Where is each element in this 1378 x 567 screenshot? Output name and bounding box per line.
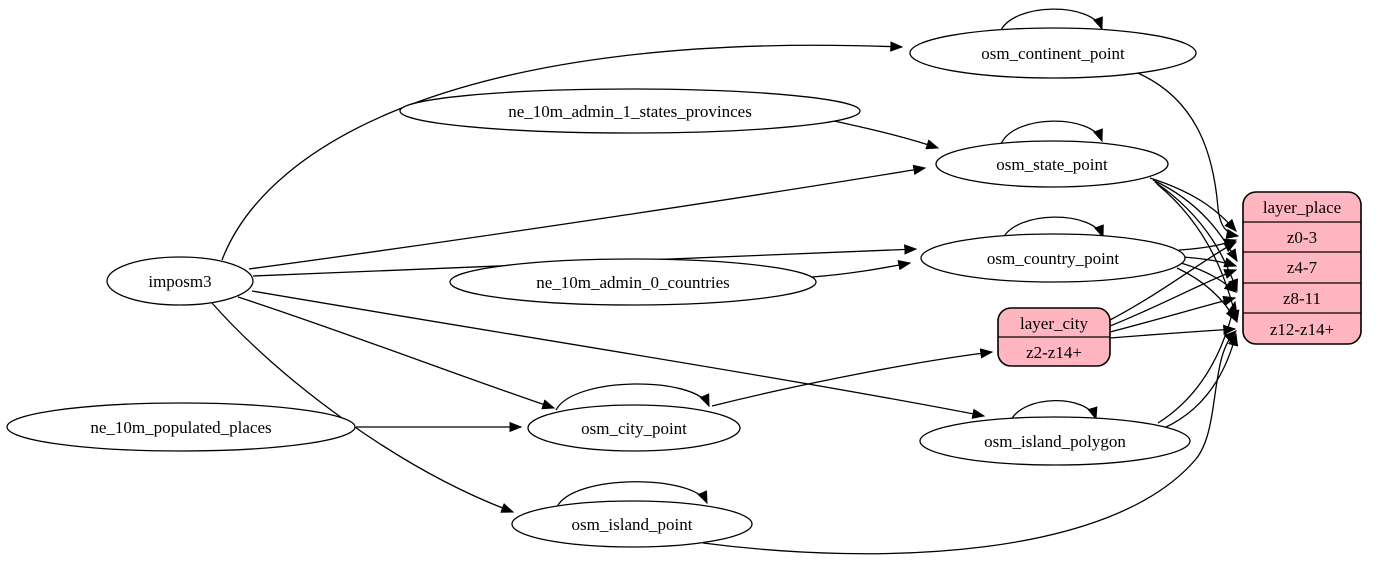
- ne_10m_populated_places-label: ne_10m_populated_places: [90, 418, 271, 437]
- edge-imposm3-to-osm_city_point: [237, 296, 556, 410]
- node-ne_10m_populated_places: ne_10m_populated_places: [6, 402, 356, 452]
- edge-osm_country_point-self-loop: [1001, 216, 1104, 241]
- layer_place-row-z12-z14: z12-z14+: [1270, 320, 1334, 339]
- osm_island_point-ellipse: [511, 500, 753, 548]
- imposm3-label: imposm3: [148, 272, 211, 291]
- layer_city-row-z2-z14: z2-z14+: [1026, 343, 1082, 362]
- layer_place-row-z0-3: z0-3: [1287, 228, 1317, 247]
- osm_continent_point-label: osm_continent_point: [981, 44, 1125, 63]
- osm_island_point-label: osm_island_point: [572, 515, 693, 534]
- edge-layer_city-to-layer_place-z8-11: [1109, 295, 1237, 333]
- ne_10m_admin_0_countries-ellipse: [449, 258, 817, 306]
- edge-layer_city-to-layer_place-z4-7: [1109, 269, 1238, 327]
- edge-ne_10m_admin_0_countries-to-osm_country_point: [811, 260, 912, 278]
- osm_state_point-ellipse: [935, 140, 1169, 188]
- node-osm_state_point: osm_state_point: [935, 140, 1169, 188]
- edge-osm_state_point-to-layer_place-z4-7: [1152, 179, 1238, 263]
- osm_country_point-ellipse: [920, 233, 1186, 283]
- osm_state_point-label: osm_state_point: [996, 155, 1108, 174]
- node-osm_city_point: osm_city_point: [527, 404, 741, 452]
- ne_10m_admin_1_states_provinces-ellipse: [399, 88, 861, 134]
- osm_island_polygon-ellipse: [919, 416, 1191, 466]
- edge-osm_country_point-to-layer_place-z12-z14: [1176, 267, 1237, 323]
- node-layer_place: layer_place z0-3 z4-7 z8-11 z12-z14+: [1242, 191, 1362, 345]
- node-ne_10m_admin_1_states_provinces: ne_10m_admin_1_states_provinces: [399, 88, 861, 134]
- node-ne_10m_admin_0_countries: ne_10m_admin_0_countries: [449, 258, 817, 306]
- edge-osm_city_point-to-layer_city-z2-z14: [711, 348, 994, 407]
- ne_10m_admin_1_states_provinces-label: ne_10m_admin_1_states_provinces: [508, 102, 752, 121]
- layer_place-box: [1242, 191, 1362, 345]
- edge-osm_island_polygon-to-layer_place-z12-z14: [1163, 332, 1239, 429]
- layer_place-title: layer_place: [1263, 198, 1341, 217]
- edge-osm_continent_point-self-loop: [999, 8, 1103, 33]
- edge-osm_island_polygon-self-loop: [1009, 399, 1098, 423]
- node-layer_city: layer_city z2-z14+: [997, 307, 1111, 367]
- edge-osm_island_point-self-loop: [556, 481, 708, 508]
- layer_place-row-z8-11: z8-11: [1283, 289, 1321, 308]
- edge-osm_island_point-to-layer_place-z12-z14: [702, 330, 1237, 555]
- ne_10m_admin_0_countries-label: ne_10m_admin_0_countries: [536, 273, 730, 292]
- edge-imposm3-to-osm_state_point: [248, 164, 927, 270]
- edge-layer_city-to-layer_place-z12-z14: [1109, 324, 1237, 339]
- edge-osm_country_point-to-layer_place-z0-3: [1178, 238, 1238, 251]
- layer_place-row-z4-7: z4-7: [1287, 258, 1318, 277]
- node-imposm3: imposm3: [106, 256, 254, 306]
- edge-layer_city-to-layer_place-z0-3: [1109, 241, 1238, 321]
- osm_city_point-label: osm_city_point: [581, 419, 687, 438]
- edge-osm_country_point-to-layer_place-z4-7: [1182, 256, 1238, 268]
- edge-imposm3-to-osm_continent_point: [221, 41, 904, 261]
- edge-osm_country_point-to-layer_place-z8-11: [1180, 262, 1238, 293]
- imposm3-ellipse: [106, 256, 254, 306]
- node-osm_country_point: osm_country_point: [920, 233, 1186, 283]
- edge-osm_island_polygon-to-layer_place-z8-11: [1157, 300, 1238, 424]
- osm_island_polygon-label: osm_island_polygon: [984, 432, 1126, 451]
- osm_city_point-ellipse: [527, 404, 741, 452]
- ne_10m_populated_places-ellipse: [6, 402, 356, 452]
- osm_country_point-label: osm_country_point: [987, 249, 1119, 268]
- edge-osm_state_point-self-loop: [1000, 120, 1103, 145]
- edge-osm_state_point-to-layer_place-z0-3: [1149, 177, 1237, 232]
- node-osm_island_polygon: osm_island_polygon: [919, 416, 1191, 466]
- edge-ne_10m_admin_1_states_provinces-to-osm_state_point: [833, 120, 940, 150]
- node-osm_continent_point: osm_continent_point: [909, 27, 1197, 79]
- edge-imposm3-to-osm_island_polygon: [251, 290, 986, 419]
- node-osm_island_point: osm_island_point: [511, 500, 753, 548]
- edge-osm_city_point-self-loop: [555, 383, 710, 411]
- osm_continent_point-ellipse: [909, 27, 1197, 79]
- layer_city-title: layer_city: [1020, 314, 1088, 333]
